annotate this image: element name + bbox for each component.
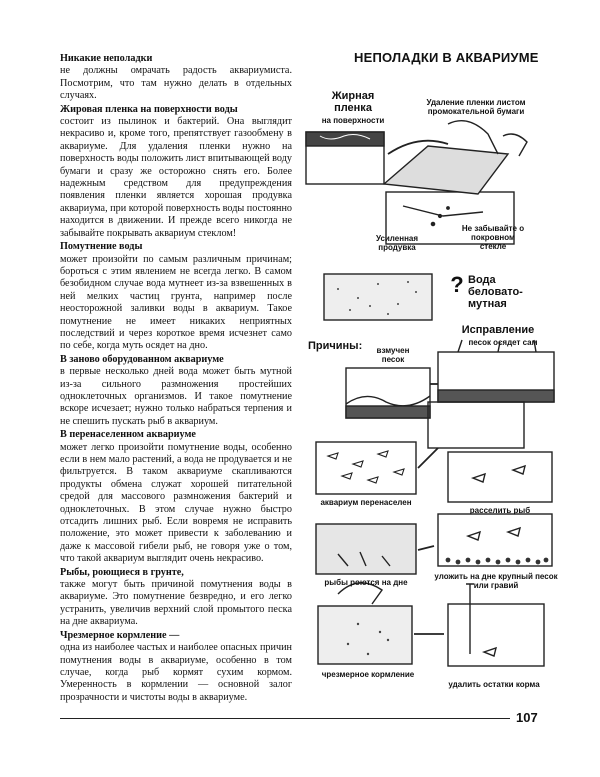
cloudy-water-label: Вода беловато-мутная [468,274,523,310]
section-cloudy-water: Помутнение воды может произойти по самым… [60,241,292,353]
section-title: Помутнение воды [60,241,143,253]
aquarium-icon [323,273,433,321]
section-intro: Никакие неполадки не должны омрачать рад… [60,53,292,103]
section-oily-film: Жировая пленка на поверхности воды состо… [60,104,292,240]
aquarium-icon [447,451,553,503]
section-overfeeding: Чрезмерное кормление — одна из наиболее … [60,630,292,704]
sand-settles-label: песок осядет сам [468,338,538,347]
correction-label: Исправление [461,324,535,336]
section-overpopulated: В перенаселенном аквариуме может легко п… [60,429,292,565]
section-digging-fish: Рыбы, роющиеся в грунте, также могут быт… [60,567,292,629]
section-body: может произойти по самым различным причи… [60,253,292,352]
section-body: не должны омрачать радость аквариумиста.… [60,65,292,102]
page-number: 107 [516,710,538,725]
chapter-title: НЕПОЛАДКИ В АКВАРИУМЕ [354,50,539,65]
remove-food-label: удалить остатки корма [448,680,540,689]
oily-film-label: Жирная пленка [331,90,375,114]
aquarium-icon [385,191,515,245]
relocate-fish-label: расселить рыб [469,506,531,515]
section-new-aquarium: В заново оборудованном аквариуме в первы… [60,354,292,428]
lay-coarse-sand-label: уложить на дне крупный песок или гравий [434,572,558,590]
section-body: также могут быть причиной помутнения вод… [60,579,292,628]
on-surface-label: на поверхности [321,116,385,125]
illustration-drawing [305,120,555,667]
stirred-sand-label: взмучен песок [376,346,410,364]
question-mark: ? [450,272,464,297]
section-title: Никакие неполадки [60,53,153,64]
aquarium-icon [315,523,417,575]
aquarium-problems-illustration: Жирная пленка на поверхности Удаление пл… [298,84,560,696]
section-body: в первые несколько дней вода может быть … [60,366,292,427]
section-title: Чрезмерное кормление — [60,629,180,641]
causes-label: Причины: [308,340,363,352]
fish-dig-label: рыбы роются на дне [324,578,408,587]
arrow-icon [417,447,439,469]
section-title: В перенаселенном аквариуме [60,429,196,441]
arrow-icon [417,545,435,551]
aquarium-icon [427,401,525,449]
aquarium-icon [447,603,545,667]
aquarium-icon [315,441,417,495]
aquarium-icon [317,605,413,665]
arrow-icon [387,139,449,155]
footer-rule [60,718,510,719]
section-title: Рыбы, роющиеся в грунте, [60,566,184,578]
strong-aeration-label: Усиленная продувка [375,234,419,252]
section-title: В заново оборудованном аквариуме [60,353,224,365]
section-body: состоит из пылинок и бактерий. Она выгля… [60,116,293,239]
film-removal-label: Удаление пленки листом промокательной бу… [426,98,526,116]
section-body: одна из наиболее частых и наиболее опасн… [60,642,292,703]
aquarium-icon [437,513,553,567]
overfeeding-label: чрезмерное кормление [321,670,415,679]
dont-forget-glass-label: Не забывайте о покровном стекле [461,224,525,251]
article-text-column: Никакие неполадки не должны омрачать рад… [60,52,292,704]
section-body: может легко произойти помутнение воды, о… [60,441,293,565]
section-title: Жировая пленка на поверхности воды [60,103,238,115]
overpopulated-label: аквариум перенаселен [320,498,412,507]
